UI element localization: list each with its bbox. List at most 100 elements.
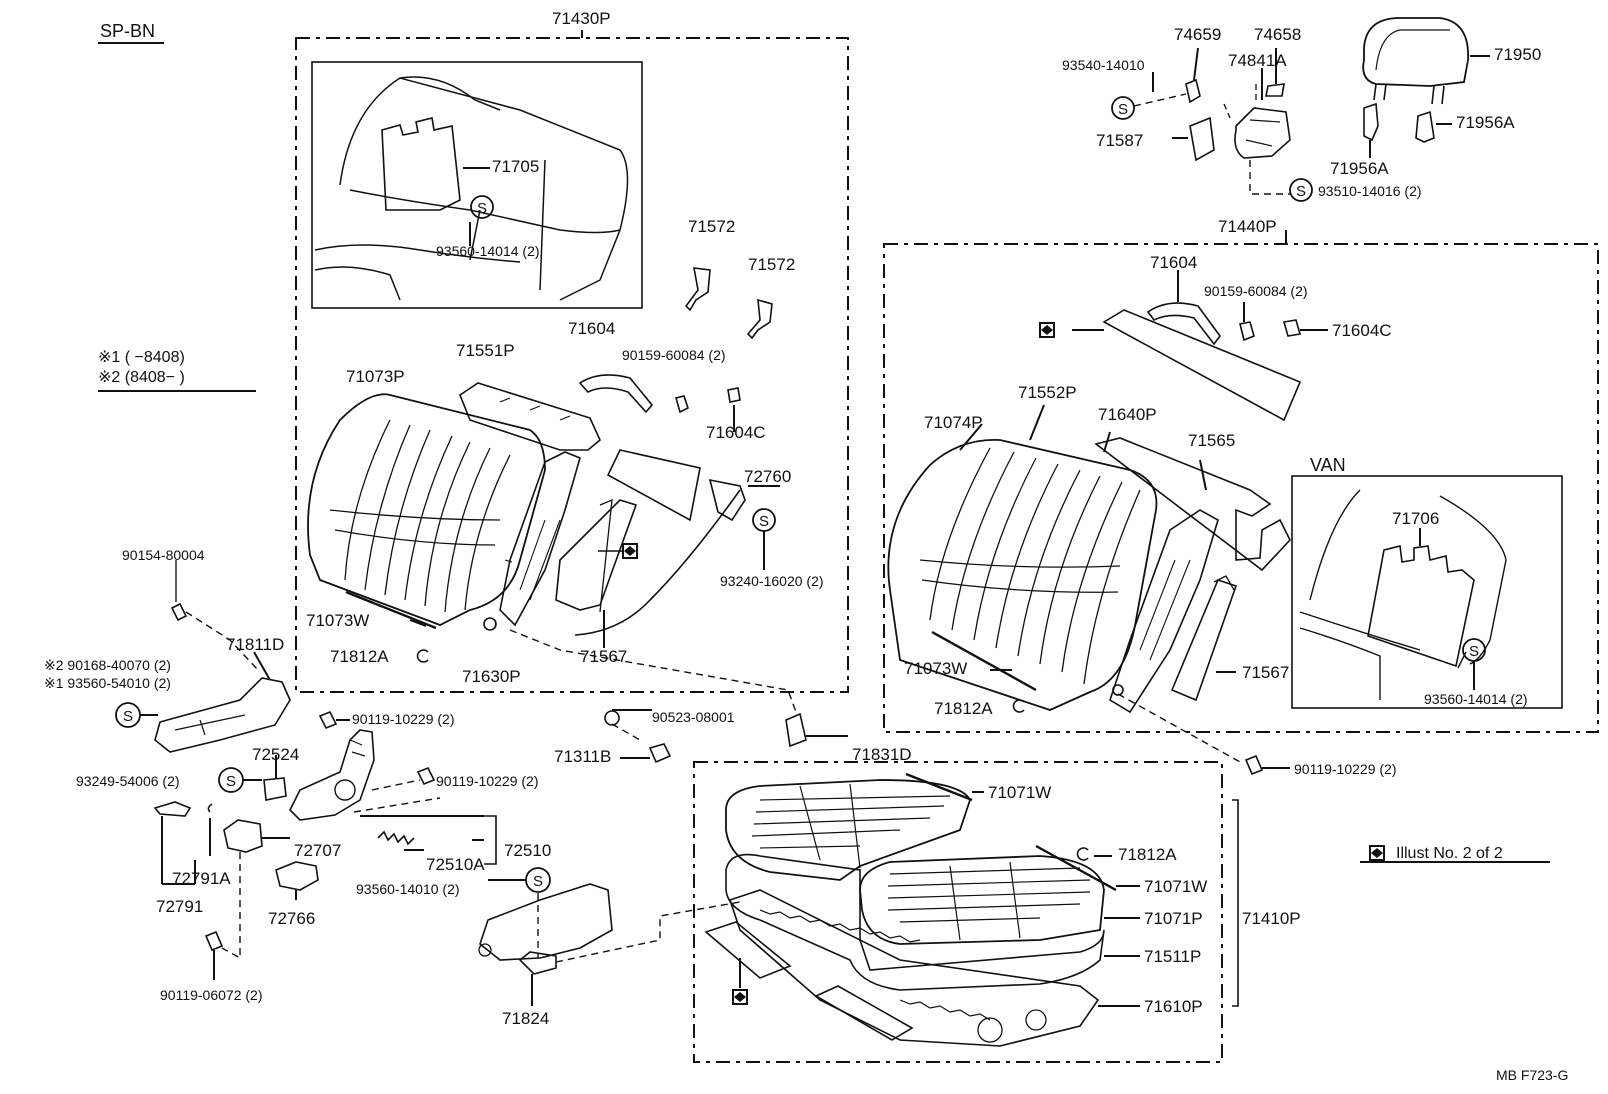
bolt-90154	[170, 602, 188, 622]
headrest-71950	[1362, 17, 1469, 87]
seatback-frame-71640P	[1109, 509, 1219, 714]
part-72766: 72766	[268, 909, 316, 928]
group-label-71410P: 71410P	[1242, 909, 1301, 928]
bracket-74659	[1185, 78, 1201, 104]
part-71812A-c: 71812A	[1118, 845, 1177, 864]
group-label-71430P: 71430P	[552, 9, 611, 28]
clip-71604Cb	[1282, 319, 1302, 337]
svg-text:S: S	[1296, 183, 1306, 200]
handle-71604a	[578, 374, 654, 414]
part-93540-14010: 93540-14010	[1062, 57, 1145, 73]
van-seatback-sketch	[1299, 489, 1507, 700]
diamond-symbols	[598, 322, 1385, 1005]
bolt-90119-06072	[204, 930, 224, 952]
part-72510A: 72510A	[426, 855, 485, 874]
svg-text:S: S	[1118, 101, 1128, 118]
svg-text:S: S	[1469, 643, 1479, 660]
part-71551P: 71551P	[456, 341, 515, 360]
group-box-71430P	[295, 30, 849, 693]
inset-label-van: VAN	[1310, 455, 1346, 475]
wire-71071Wa	[905, 772, 973, 802]
seatback-cover-sketch	[314, 76, 629, 301]
cap-71311B	[648, 743, 672, 764]
clip-71604Ca	[727, 387, 741, 403]
part-71565: 71565	[1188, 431, 1236, 450]
part-93510-14016: 93510-14016 (2)	[1318, 183, 1422, 199]
part-72791A: 72791A	[172, 869, 231, 888]
svg-text:S: S	[123, 708, 133, 725]
handle-72791	[153, 801, 192, 817]
part-71811D: 71811D	[226, 635, 285, 654]
part-71630P: 71630P	[462, 667, 521, 686]
part-71610P: 71610P	[1144, 997, 1203, 1016]
part-71587: 71587	[1096, 131, 1144, 150]
ring-71812Aa	[416, 649, 429, 663]
part-71604C-b: 71604C	[1332, 321, 1392, 340]
cushion-cover-a	[725, 779, 971, 881]
ring-71812Ac	[1076, 847, 1089, 861]
part-93249-54006: 93249-54006 (2)	[76, 773, 180, 789]
part-71604C-a: 71604C	[706, 423, 766, 442]
bracket-71572a	[684, 267, 711, 312]
nut-90523	[604, 710, 620, 726]
handle-71604b	[1146, 302, 1221, 346]
seatback-frame-71630P	[499, 451, 581, 627]
header-code: SP-BN	[100, 21, 156, 41]
bracket-71572b	[746, 298, 773, 340]
part-90154-80004: 90154-80004	[122, 547, 205, 563]
pad-71705	[381, 117, 461, 211]
seatback-cover-71073P	[307, 393, 546, 626]
carpet-71567a	[555, 499, 638, 611]
wire-71073Wb	[931, 630, 1037, 692]
part-90119-06072: 90119-06072 (2)	[160, 987, 263, 1003]
part-71950: 71950	[1494, 45, 1542, 64]
pad-71706	[1367, 545, 1475, 668]
part-71956A-a: 71956A	[1330, 159, 1389, 178]
cable-72760	[606, 449, 701, 522]
part-71705: 71705	[492, 157, 540, 176]
legend-note-1: ※1 ( −8408)	[98, 349, 185, 366]
bracket-74658	[1265, 83, 1285, 97]
cushion-cover-71071P	[859, 855, 1105, 945]
part-71511P: 71511P	[1144, 947, 1202, 966]
bolt-90159a	[675, 395, 689, 414]
part-72510: 72510	[504, 841, 552, 860]
part-72760: 72760	[744, 467, 792, 486]
carpet-71567b	[1170, 579, 1238, 702]
part-71604-b: 71604	[1150, 253, 1198, 272]
hinge-cover	[479, 883, 613, 961]
cushion-frame-71610P	[728, 889, 1100, 1047]
part-90168-40070: ※2 90168-40070 (2)	[44, 657, 171, 673]
part-71567-a: 71567	[580, 647, 628, 666]
part-71071P: 71071P	[1144, 909, 1203, 928]
ring-71812Ab	[1012, 699, 1025, 713]
part-72791: 72791	[156, 897, 204, 916]
svg-text:S: S	[533, 873, 543, 890]
part-90159-a: 90159-60084 (2)	[622, 347, 726, 363]
part-71572-a: 71572	[688, 217, 736, 236]
part-90119-10229-b: 90119-10229 (2)	[436, 773, 539, 789]
part-71567-b: 71567	[1242, 663, 1290, 682]
part-90523-08001: 90523-08001	[652, 709, 735, 725]
part-93560-14014-b: 93560-14014 (2)	[1424, 691, 1528, 707]
part-71572-b: 71572	[748, 255, 796, 274]
illust-note: Illust No. 2 of 2	[1396, 845, 1503, 862]
bolt-90119a	[318, 710, 338, 730]
part-71831D: 71831D	[852, 745, 912, 764]
recliner-cover-71811D	[154, 677, 291, 753]
part-71073P: 71073P	[346, 367, 405, 386]
pad-71587	[1189, 116, 1215, 162]
group-label-71440P: 71440P	[1218, 217, 1277, 236]
seatback-pad-71551P	[459, 382, 601, 451]
part-72707: 72707	[294, 841, 342, 860]
part-90119-10229-c: 90119-10229 (2)	[1294, 761, 1397, 777]
part-71706: 71706	[1392, 509, 1440, 528]
part-71073W-a: 71073W	[306, 611, 370, 630]
part-71812A-a: 71812A	[330, 647, 389, 666]
part-93560-54010: ※1 93560-54010 (2)	[44, 675, 171, 691]
part-74658: 74658	[1254, 25, 1302, 44]
legend-note-2: ※2 (8408− )	[98, 369, 185, 386]
part-71311B: 71311B	[554, 747, 612, 766]
part-71552P: 71552P	[1018, 383, 1077, 402]
part-90159-b: 90159-60084 (2)	[1204, 283, 1308, 299]
